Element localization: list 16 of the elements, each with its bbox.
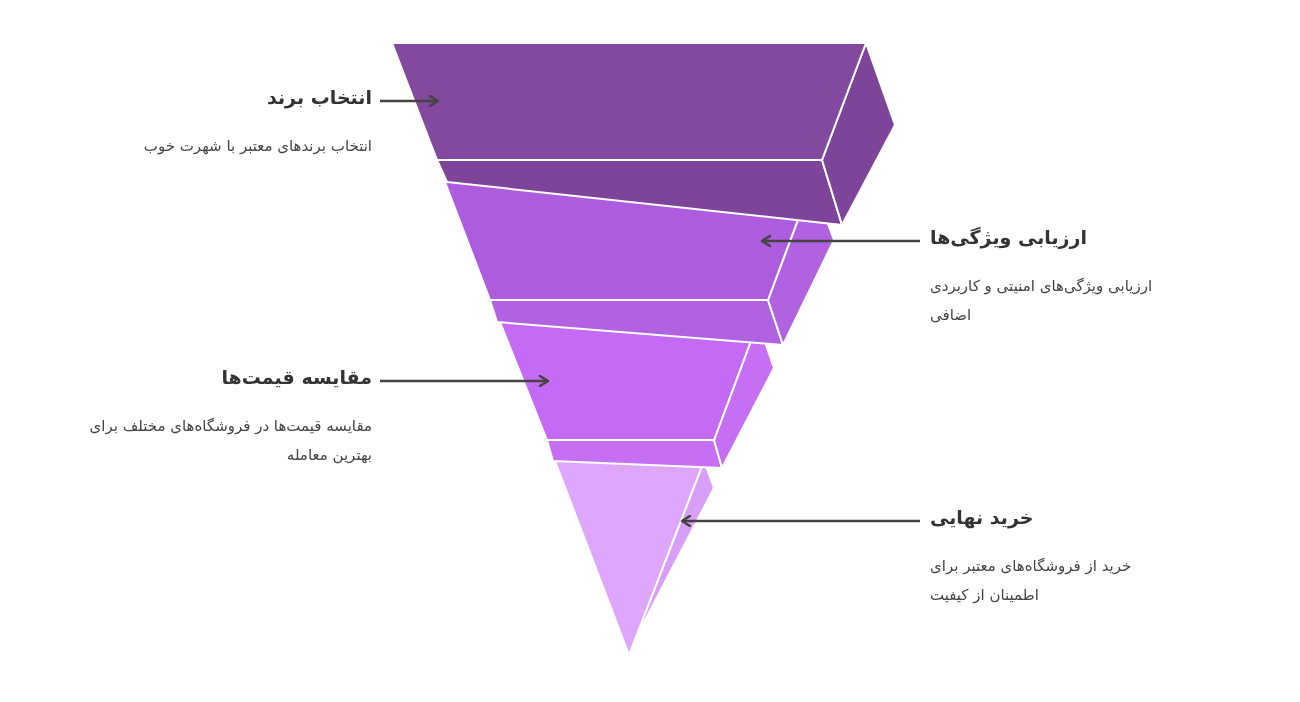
funnel-tip	[555, 461, 714, 655]
stage-description: ارزیابی ویژگی‌های امنیتی و کاربردی اضافی	[930, 276, 1154, 326]
stage-title: انتخاب برند	[266, 86, 372, 108]
arrow	[380, 94, 440, 108]
arrow	[760, 234, 920, 248]
arrow	[380, 374, 550, 388]
funnel-layer	[392, 43, 895, 225]
stage-title: ارزیابی ویژگی‌ها	[930, 226, 1088, 248]
stage-description: انتخاب برندهای معتبر با شهرت خوب	[142, 136, 372, 157]
arrow	[680, 514, 920, 528]
funnel-layer	[500, 322, 774, 468]
stage-description: خرید از فروشگاه‌های معتبر برای اطمینان از کیفیت	[930, 556, 1133, 606]
stage-title: خرید نهایی	[930, 506, 1035, 528]
stage-title: مقایسه قیمت‌ها	[220, 366, 372, 388]
stage-description: مقایسه قیمت‌ها در فروشگاه‌های مختلف برای بهترین معامله	[88, 416, 372, 466]
funnel-layer	[445, 182, 834, 345]
